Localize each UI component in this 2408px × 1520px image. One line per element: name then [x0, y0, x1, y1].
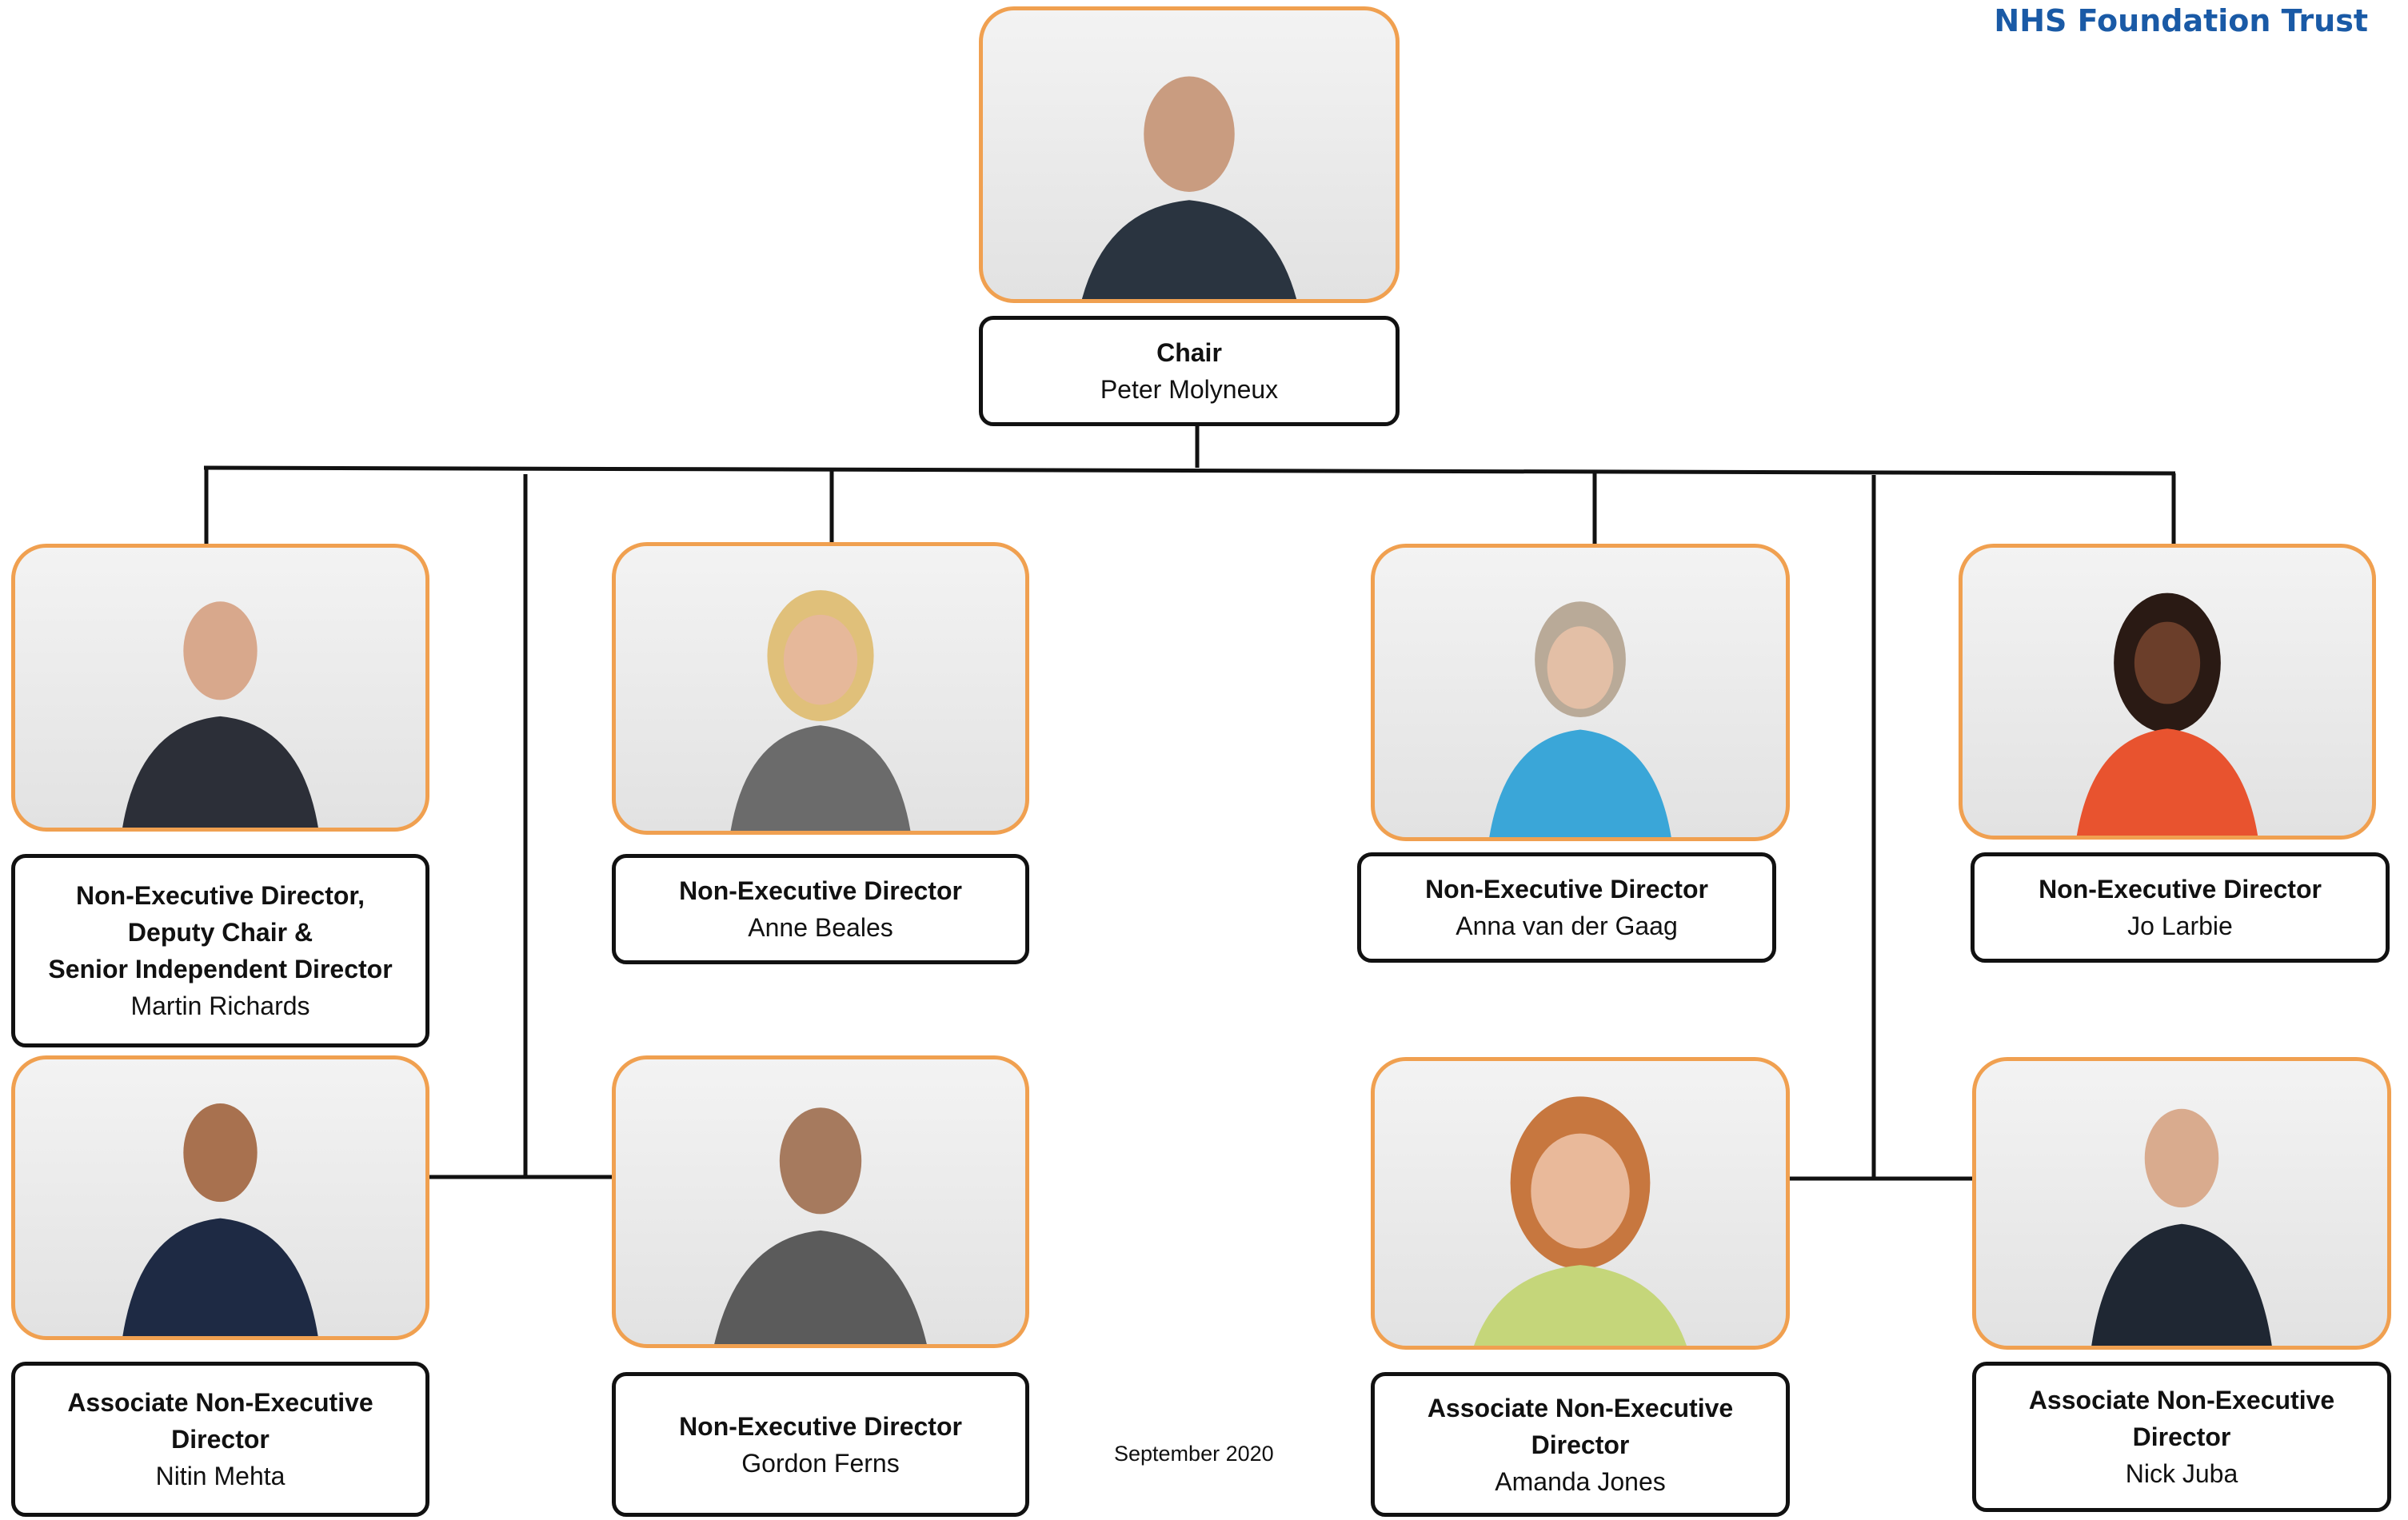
member-name: Amanda Jones	[1495, 1466, 1666, 1496]
member-card-martin-richards: Non-Executive Director, Deputy Chair & S…	[11, 854, 429, 1047]
member-role-line: Associate Non-Executive	[2028, 1386, 2335, 1414]
member-role-line: Non-Executive Director,	[76, 881, 365, 910]
member-card-anne-beales: Non-Executive Director Anne Beales	[612, 854, 1029, 964]
portrait-photo-icon	[1474, 1096, 1687, 1346]
member-card-nick-juba: Associate Non-Executive Director Nick Ju…	[1972, 1362, 2391, 1512]
member-photo-nick-juba	[1972, 1057, 2391, 1350]
member-photo-nitin-mehta	[11, 1055, 429, 1340]
member-role-line: Non-Executive Director	[1425, 875, 1708, 904]
member-name: Martin Richards	[130, 991, 310, 1020]
member-role-line: Non-Executive Director	[679, 876, 962, 905]
chair-role: Chair	[1156, 338, 1222, 367]
portrait-photo-icon	[1489, 601, 1671, 837]
member-role-line: Director	[1531, 1430, 1630, 1459]
portrait-photo-icon	[730, 590, 911, 831]
member-role-line: Director	[171, 1425, 270, 1454]
member-role-line: Senior Independent Director	[48, 955, 393, 983]
member-name: Gordon Ferns	[741, 1448, 900, 1478]
org-name-logo-text: NHS Foundation Trust	[1994, 3, 2368, 38]
member-card-nitin-mehta: Associate Non-Executive Director Nitin M…	[11, 1362, 429, 1517]
member-role-line: Deputy Chair &	[127, 918, 313, 947]
portrait-photo-icon	[122, 1103, 318, 1336]
chair-photo	[979, 6, 1400, 303]
portrait-photo-icon	[714, 1107, 927, 1344]
chair-name: Peter Molyneux	[1100, 375, 1279, 404]
member-photo-gordon-ferns	[612, 1055, 1029, 1348]
member-role-line: Director	[2132, 1422, 2231, 1451]
member-photo-anne-beales	[612, 542, 1029, 835]
member-photo-jo-larbie	[1959, 544, 2376, 840]
member-role-line: Non-Executive Director	[2039, 875, 2322, 904]
member-name: Nitin Mehta	[155, 1462, 286, 1490]
member-photo-amanda-jones	[1371, 1057, 1790, 1350]
portrait-photo-icon	[1081, 76, 1297, 299]
member-card-jo-larbie: Non-Executive Director Jo Larbie	[1971, 852, 2390, 963]
member-role-line: Associate Non-Executive	[67, 1388, 373, 1417]
portrait-photo-icon	[2076, 592, 2258, 836]
portrait-photo-icon	[122, 601, 318, 828]
publication-date: September 2020	[1114, 1442, 1274, 1466]
member-photo-martin-richards	[11, 544, 429, 832]
member-card-gordon-ferns: Non-Executive Director Gordon Ferns	[612, 1372, 1029, 1517]
member-name: Jo Larbie	[2127, 912, 2233, 940]
member-card-amanda-jones: Associate Non-Executive Director Amanda …	[1371, 1372, 1790, 1517]
member-photo-anna-van-der-gaag	[1371, 544, 1790, 841]
chair-card: Chair Peter Molyneux	[979, 316, 1400, 426]
member-card-anna-van-der-gaag: Non-Executive Director Anna van der Gaag	[1357, 852, 1776, 963]
main-horizontal-line	[203, 465, 2176, 476]
member-role-line: Non-Executive Director	[679, 1411, 962, 1441]
portrait-photo-icon	[2091, 1108, 2272, 1346]
member-name: Anne Beales	[748, 913, 893, 942]
member-role-line: Associate Non-Executive	[1427, 1393, 1734, 1422]
member-name: Anna van der Gaag	[1456, 912, 1678, 940]
member-name: Nick Juba	[2125, 1459, 2238, 1488]
